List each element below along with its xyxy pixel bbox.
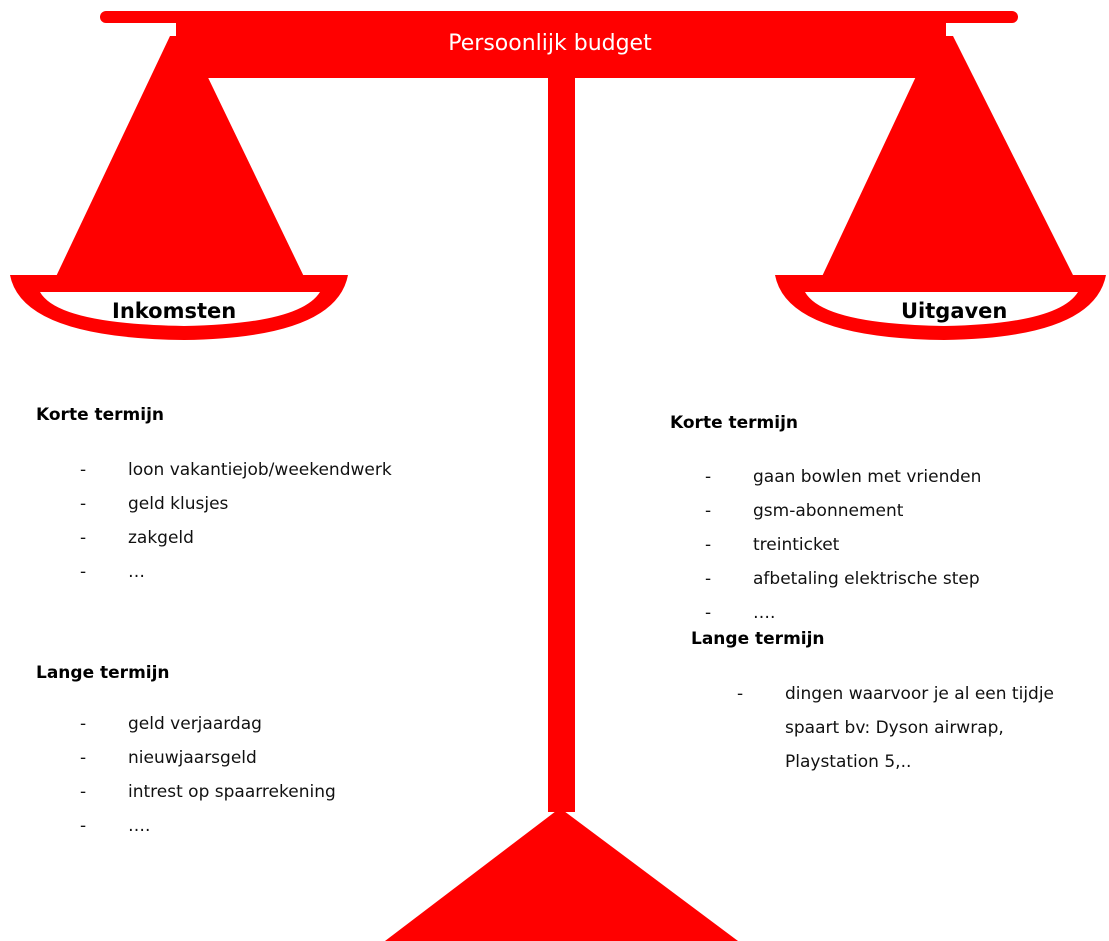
list-item-text: loon vakantiejob/weekendwerk: [128, 460, 392, 480]
expenses-long-term-list: - dingen waarvoor je al een tijdje spaart…: [737, 677, 1067, 779]
list-item: - nieuwjaarsgeld: [80, 741, 440, 775]
list-item: - loon vakantiejob/weekendwerk: [80, 453, 440, 487]
uitgaven-label: Uitgaven: [901, 299, 1008, 323]
list-dash: -: [80, 714, 87, 734]
list-dash: -: [705, 569, 712, 589]
list-item: - ….: [705, 596, 1065, 630]
list-item-text: dingen waarvoor je al een tijdje spaart …: [785, 684, 1055, 772]
list-item: - zakgeld: [80, 521, 440, 555]
list-dash: -: [80, 562, 87, 582]
left-pan-hanger: [52, 36, 308, 285]
list-item-text: gsm-abonnement: [753, 501, 904, 521]
income-short-term-heading: Korte termijn: [36, 405, 165, 425]
scale-pole: [548, 72, 575, 812]
list-item-text: nieuwjaarsgeld: [128, 748, 257, 768]
list-item: - gaan bowlen met vrienden: [705, 460, 1065, 494]
list-item: - gsm-abonnement: [705, 494, 1065, 528]
list-item-text: ….: [128, 816, 151, 836]
list-item-text: afbetaling elektrische step: [753, 569, 980, 589]
expenses-short-term-list: - gaan bowlen met vrienden - gsm-abonnemen…: [705, 460, 1065, 630]
list-item-text: …: [128, 562, 145, 582]
left-pan: [10, 275, 348, 340]
list-item: - geld klusjes: [80, 487, 440, 521]
list-item: - geld verjaardag: [80, 707, 440, 741]
list-dash: -: [80, 748, 87, 768]
scale-beam-title-bar: [176, 16, 946, 78]
list-item-text: geld verjaardag: [128, 714, 262, 734]
expenses-long-term-heading: Lange termijn: [691, 629, 825, 649]
list-item: - afbetaling elektrische step: [705, 562, 1065, 596]
list-dash: -: [80, 460, 87, 480]
list-item: -…: [80, 555, 440, 589]
list-item-text: treinticket: [753, 535, 840, 555]
right-pan-hanger: [818, 36, 1078, 285]
inkomsten-label: Inkomsten: [112, 299, 237, 323]
list-dash: -: [80, 494, 87, 514]
list-item: - dingen waarvoor je al een tijdje spaart…: [737, 677, 1067, 779]
scale-base: [385, 808, 738, 941]
list-item-text: gaan bowlen met vrienden: [753, 467, 982, 487]
income-long-term-heading: Lange termijn: [36, 663, 170, 683]
list-item-text: ….: [753, 603, 776, 623]
list-dash: -: [737, 684, 744, 704]
list-item: - treinticket: [705, 528, 1065, 562]
diagram-title: Persoonlijk budget: [448, 31, 652, 56]
list-dash: -: [705, 603, 712, 623]
list-dash: -: [705, 535, 712, 555]
right-pan: [775, 275, 1106, 340]
income-short-term-list: - loon vakantiejob/weekendwerk - geld klus…: [80, 453, 440, 589]
list-dash: -: [705, 501, 712, 521]
list-dash: -: [80, 782, 87, 802]
list-item-text: geld klusjes: [128, 494, 229, 514]
list-item-text: intrest op spaarrekening: [128, 782, 336, 802]
list-item: - intrest op spaarrekening: [80, 775, 440, 809]
list-dash: -: [80, 528, 87, 548]
list-dash: -: [705, 467, 712, 487]
expenses-short-term-heading: Korte termijn: [670, 413, 799, 433]
list-item: - ….: [80, 809, 440, 843]
list-item-text: zakgeld: [128, 528, 194, 548]
list-dash: -: [80, 816, 87, 836]
income-long-term-list: - geld verjaardag - nieuwjaarsgeld - intres…: [80, 707, 440, 843]
